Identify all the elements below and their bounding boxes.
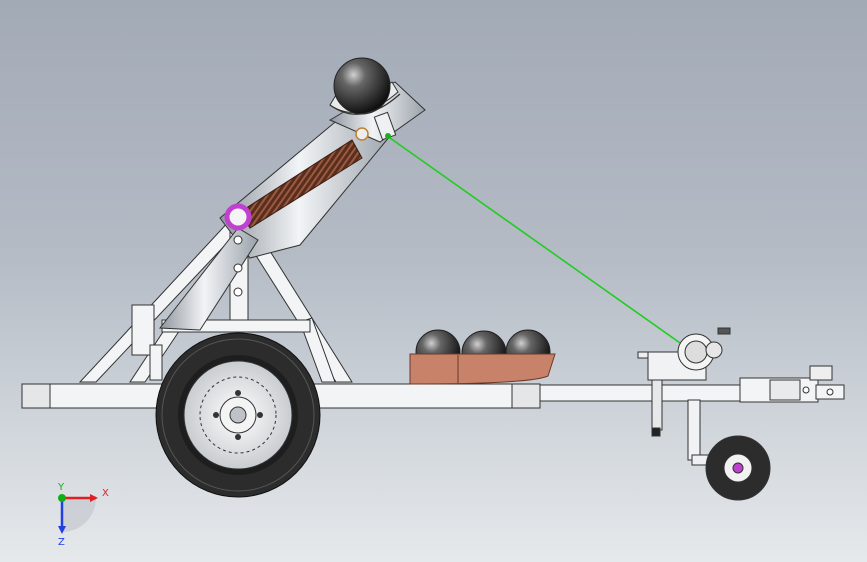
x-axis-label: X [102, 488, 109, 499]
coordinate-triad-icon: X Y Z [57, 482, 109, 548]
projectile-ball [333, 57, 391, 115]
throwing-arm [159, 57, 426, 331]
winch-assembly [637, 327, 833, 437]
z-axis-label: Z [58, 537, 65, 548]
cable-line [389, 137, 691, 351]
pivot-joint [224, 203, 252, 231]
jockey-wheel [687, 399, 771, 501]
ammo-tray [409, 329, 556, 385]
main-wheel [155, 332, 321, 498]
y-axis-label: Y [57, 482, 65, 493]
